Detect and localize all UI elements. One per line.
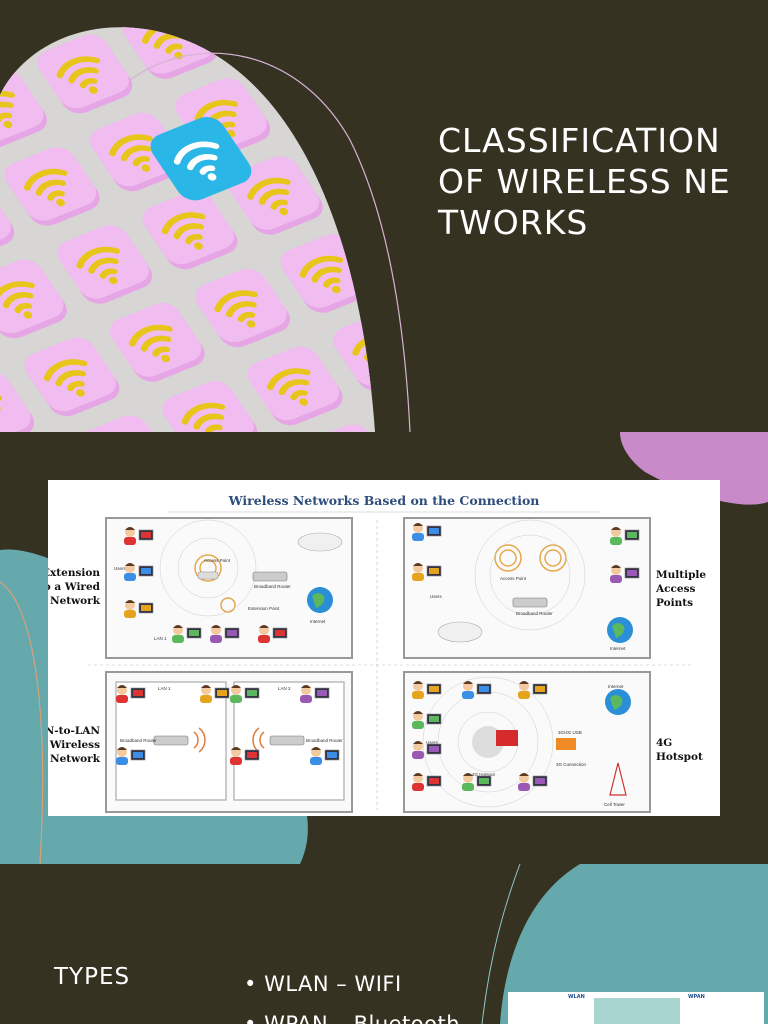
user-computer-icon — [230, 685, 260, 703]
svg-text:Broadband Router: Broadband Router — [306, 738, 343, 743]
bullet-wpan: • WPAN – Bluetooth — [244, 1012, 461, 1024]
slide-diagram: Wireless Networks Based on the Connectio… — [0, 432, 768, 864]
svg-text:LAN 2: LAN 2 — [278, 686, 291, 691]
svg-text:Hotspot: Hotspot — [656, 751, 703, 763]
user-computer-icon — [258, 625, 288, 643]
svg-text:Internet: Internet — [610, 646, 626, 651]
slide-title-text: CLASSIFICATION OF WIRELESS NETWORKS — [438, 121, 731, 242]
user-computer-icon — [310, 747, 340, 765]
svg-text:LAN 1: LAN 1 — [154, 636, 167, 641]
svg-text:Wireless: Wireless — [49, 739, 100, 751]
svg-text:4G: 4G — [656, 737, 672, 749]
svg-text:Access Point: Access Point — [204, 558, 231, 563]
slide3-shapes — [481, 864, 768, 1024]
svg-text:Broadband Router: Broadband Router — [516, 611, 553, 616]
pink-blob — [620, 432, 768, 505]
svg-text:Users: Users — [426, 740, 439, 745]
wifi-tiles-image — [0, 27, 411, 432]
network-diagram: Wireless Networks Based on the Connectio… — [42, 480, 720, 816]
svg-text:Network: Network — [50, 595, 101, 607]
user-computer-icon — [610, 565, 640, 583]
user-computer-icon — [124, 563, 154, 581]
user-computer-icon — [412, 711, 442, 729]
user-computer-icon — [462, 681, 492, 699]
svg-text:Users: Users — [114, 566, 127, 571]
user-computer-icon — [412, 681, 442, 699]
user-computer-icon — [610, 527, 640, 545]
user-computer-icon — [518, 681, 548, 699]
svg-text:3G/4G USB: 3G/4G USB — [558, 730, 582, 735]
wifi-highlight-icon — [150, 117, 252, 201]
svg-text:LAN 1: LAN 1 — [158, 686, 171, 691]
user-computer-icon — [116, 685, 146, 703]
user-computer-icon — [300, 685, 330, 703]
svg-text:Broadband Router: Broadband Router — [254, 584, 291, 589]
user-computer-icon — [412, 523, 442, 541]
svg-text:Broadband Router: Broadband Router — [120, 738, 157, 743]
user-computer-icon — [124, 527, 154, 545]
panel-extension-wired: Access Point Broadband Router Extension … — [105, 517, 353, 659]
panel-multiple-access-points: Access Point Broadband Router Users Inte… — [403, 517, 651, 659]
slide-title: CLASSIFICATION OF WIRELESS NETWORKS — [0, 0, 768, 432]
svg-text:Extension: Extension — [48, 567, 100, 579]
user-computer-icon — [116, 747, 146, 765]
diagram-title: Wireless Networks Based on the Connectio… — [228, 493, 540, 508]
svg-text:Internet: Internet — [310, 619, 326, 624]
bullet-wlan: • WLAN – WIFI — [244, 972, 402, 996]
svg-text:Access: Access — [655, 583, 696, 595]
user-computer-icon — [412, 741, 442, 759]
user-computer-icon — [412, 773, 442, 791]
svg-text:3G Connection: 3G Connection — [556, 762, 587, 767]
svg-text:4G Hotspot: 4G Hotspot — [472, 772, 496, 777]
user-computer-icon — [210, 625, 240, 643]
user-computer-icon — [230, 747, 260, 765]
svg-text:Cell Tower: Cell Tower — [604, 802, 625, 807]
svg-text:Multiple: Multiple — [656, 569, 706, 581]
types-thumbnail: WLAN WPAN — [508, 992, 764, 1024]
svg-text:Internet: Internet — [608, 684, 624, 689]
svg-text:Extension Point: Extension Point — [248, 606, 280, 611]
slide-types: TYPES • WLAN – WIFI • WPAN – Bluetooth W… — [0, 864, 768, 1024]
svg-text:Network: Network — [50, 753, 101, 765]
svg-text:Access Point: Access Point — [500, 576, 527, 581]
svg-text:N-to-LAN: N-to-LAN — [48, 725, 100, 737]
svg-text:o a Wired: o a Wired — [48, 581, 101, 593]
svg-text:Users: Users — [430, 594, 443, 599]
user-computer-icon — [518, 773, 548, 791]
user-computer-icon — [200, 685, 230, 703]
user-computer-icon — [462, 773, 492, 791]
user-computer-icon — [124, 600, 154, 618]
user-computer-icon — [172, 625, 202, 643]
svg-text:Points: Points — [656, 597, 693, 609]
user-computer-icon — [412, 563, 442, 581]
types-heading: TYPES — [54, 964, 131, 990]
